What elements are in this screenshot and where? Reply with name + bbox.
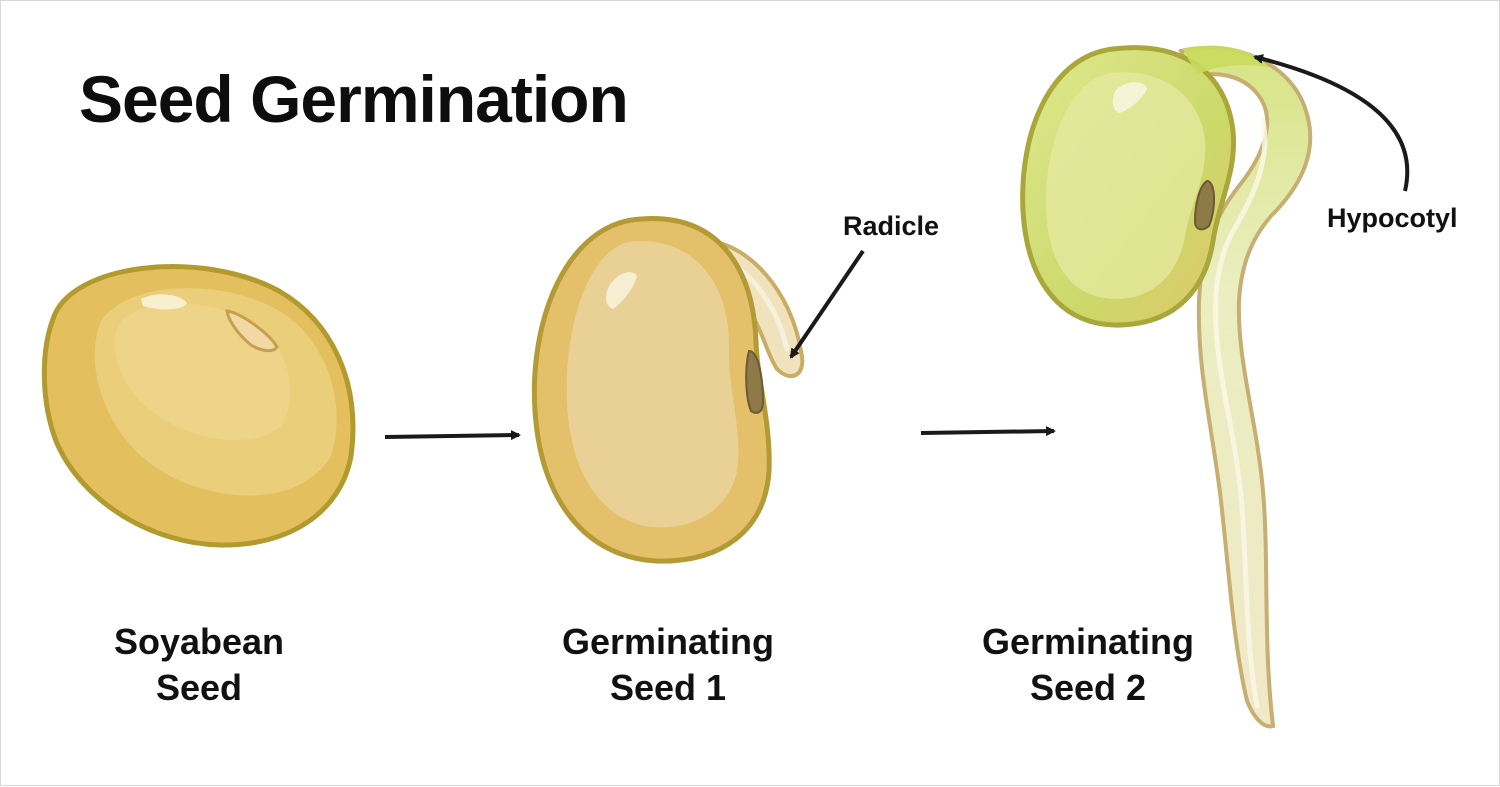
caption-line: Seed 1 (609, 667, 727, 708)
germinating-seed-2 (1020, 45, 1313, 729)
soyabean-seed (41, 264, 356, 548)
caption-line: Germinating (981, 621, 1195, 662)
stage-arrow (920, 426, 1056, 437)
caption-line: Seed (155, 667, 243, 708)
caption-line: Soyabean (113, 621, 285, 662)
stage-caption-germinating-seed-2: Germinating Seed 2 (928, 619, 1248, 711)
caption-line: Germinating (561, 621, 775, 662)
stage-arrow (384, 430, 521, 441)
stage-caption-soyabean-seed: Soyabean Seed (39, 619, 359, 711)
hypocotyl-label: Hypocotyl (1327, 203, 1458, 233)
hypocotyl-pointer-arrow (1253, 54, 1410, 192)
radicle-label: Radicle (843, 211, 940, 241)
caption-line: Seed 2 (1029, 667, 1147, 708)
diagram-title: Seed Germination (79, 62, 629, 136)
germinating-seed-1 (531, 216, 805, 564)
radicle-pointer-arrow (789, 249, 865, 359)
stage-caption-germinating-seed-1: Germinating Seed 1 (508, 619, 828, 711)
